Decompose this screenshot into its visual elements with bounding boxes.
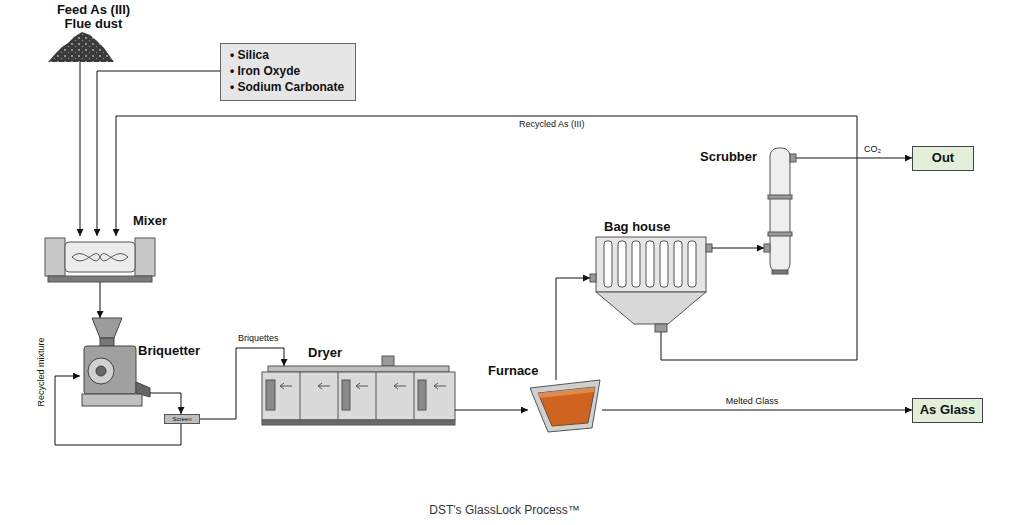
mixer-drawing	[45, 238, 155, 282]
furnace: Furnace	[528, 380, 602, 432]
flow-arrow	[55, 376, 181, 445]
node-label: Out	[932, 151, 954, 166]
flow-arrow	[602, 410, 912, 411]
flow-arrow	[556, 278, 590, 380]
flow-arrow	[150, 393, 181, 414]
node-label: Furnace	[488, 364, 539, 378]
mixer: Mixer	[45, 236, 155, 282]
node-label: Mixer	[133, 214, 167, 228]
edge-label: CO₂	[863, 145, 882, 155]
node-label: • Iron Oxyde	[230, 64, 346, 80]
feed-pile: Feed As (III) Flue dust	[48, 32, 114, 62]
scrubber-drawing	[764, 148, 796, 274]
flow-arrow	[97, 71, 220, 236]
edge-label: Melted Glass	[725, 397, 780, 407]
edge-label: Briquettes	[237, 334, 280, 344]
caption: DST's GlassLock Process™	[0, 503, 1009, 517]
scrubber: Scrubber	[764, 146, 796, 274]
output-box: Out	[912, 146, 974, 171]
bag-house: Bag house	[590, 237, 712, 332]
briquetter: Briquetter	[80, 318, 150, 408]
furnace-drawing	[530, 380, 600, 432]
flow-arrow	[116, 116, 857, 360]
material-box: • Silica• Iron Oxyde• Sodium Carbonate	[220, 43, 356, 101]
flow-arrow	[80, 62, 81, 236]
node-label: Dryer	[308, 346, 342, 360]
flow-arrow	[712, 248, 764, 249]
flow-arrow	[796, 158, 912, 159]
node-label: Screen	[172, 416, 191, 422]
node-label: • Silica	[230, 48, 346, 64]
briquetter-drawing	[82, 318, 150, 406]
output-box: As Glass	[912, 398, 983, 423]
screen-box: Screen	[164, 414, 200, 424]
node-label: Scrubber	[700, 150, 757, 164]
dryer: Dryer	[262, 366, 455, 426]
node-label: Feed As (III) Flue dust	[46, 3, 141, 32]
node-label: Briquetter	[138, 344, 200, 358]
node-label: • Sodium Carbonate	[230, 80, 346, 96]
node-label: Bag house	[604, 220, 670, 234]
node-label: As Glass	[920, 403, 976, 418]
flow-arrow	[455, 410, 528, 411]
dryer-drawing	[262, 356, 455, 425]
edge-label: Recycled As (III)	[518, 120, 586, 130]
baghouse-drawing	[590, 237, 712, 332]
edge-label: Recycled mixture	[37, 336, 47, 407]
flow-arrow	[100, 282, 101, 318]
dust-pile	[48, 32, 114, 62]
flow-arrow	[200, 348, 284, 419]
